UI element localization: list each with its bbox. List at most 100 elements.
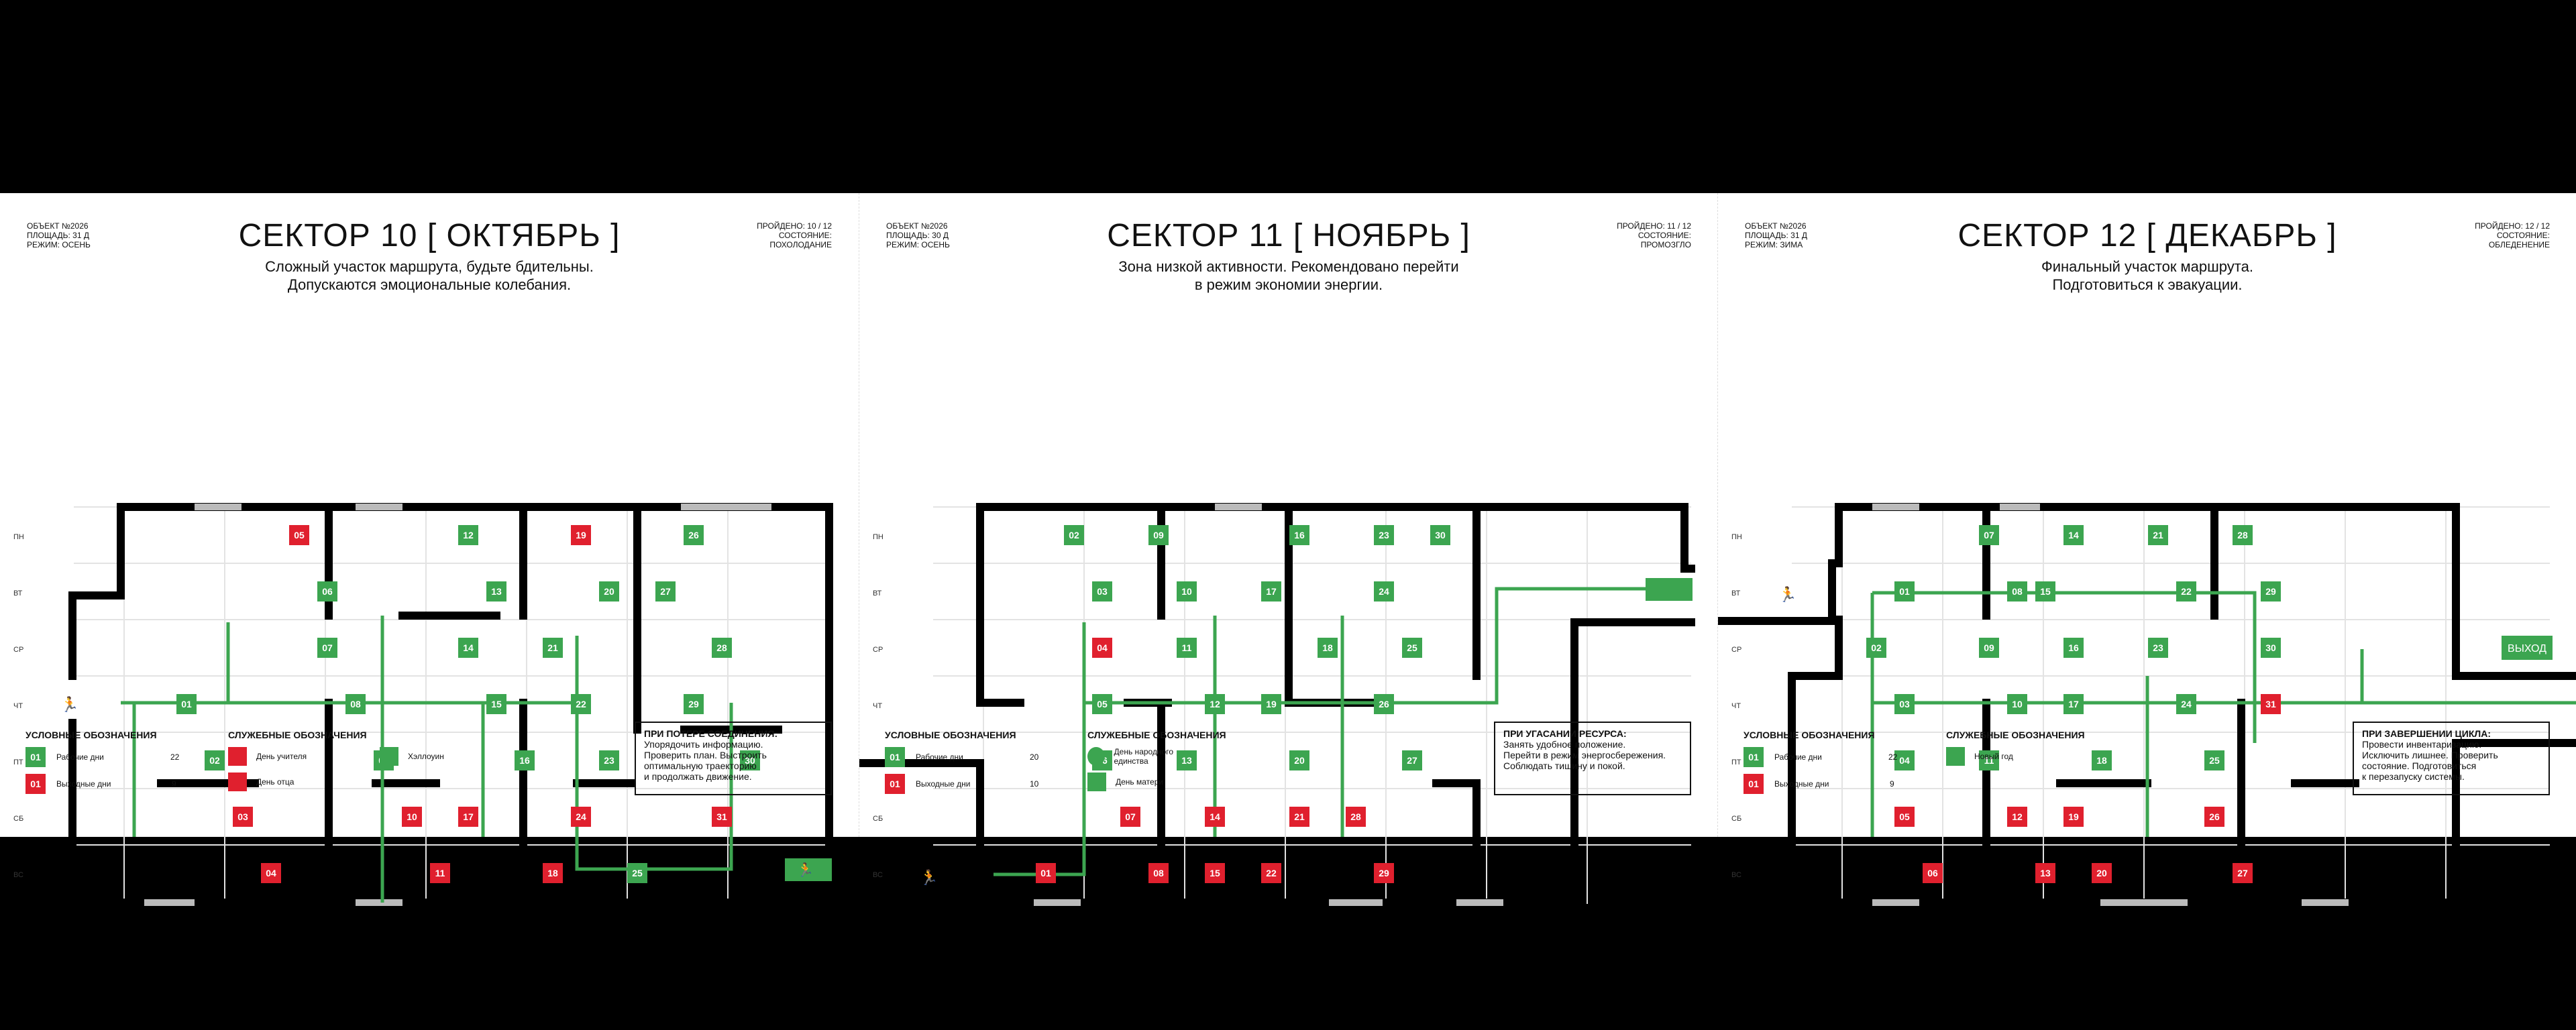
day-number: 21 — [2153, 530, 2163, 540]
work-day-square — [599, 581, 619, 602]
day-marker: 27 — [2233, 863, 2253, 883]
off-day-square — [543, 863, 563, 883]
day-number: 07 — [322, 642, 333, 653]
day-labels: ПН ВТ СР ЧТ ПТ СБ ВС — [1731, 533, 1742, 879]
day-marker: 02 — [1064, 525, 1084, 545]
day-label: СР — [13, 646, 23, 654]
day-marker: 18 — [1318, 638, 1338, 658]
day-label: ВС — [873, 871, 883, 879]
day-marker: 16 — [515, 750, 535, 770]
work-day-square — [2007, 694, 2027, 714]
off-day-square — [1346, 807, 1366, 827]
day-number: 17 — [1266, 586, 1277, 597]
work-day-square — [317, 638, 337, 658]
day-number: 04 — [1097, 642, 1108, 653]
day-markers: 0102030405060708091011121314151617181920… — [1036, 525, 1450, 883]
work-day-square — [2261, 581, 2281, 602]
off-day-square — [2007, 807, 2027, 827]
work-day-square — [712, 638, 732, 658]
day-number: 14 — [2068, 530, 2079, 540]
day-marker: 30 — [2261, 638, 2281, 658]
day-label: ЧТ — [1731, 702, 1741, 710]
service-title: СЛУЖЕБНЫЕ ОБОЗНАЧЕНИЯ — [228, 730, 367, 740]
sector-10: ОБЪЕКТ №2026 ПЛОЩАДЬ: 31 д РЕЖИМ: ОСЕНЬ … — [0, 193, 859, 907]
day-marker: 05 — [1092, 694, 1112, 714]
day-marker: 19 — [2063, 807, 2084, 827]
off-day-square — [2035, 863, 2055, 883]
work-day-square — [176, 694, 197, 714]
day-marker: 05 — [289, 525, 309, 545]
day-number: 10 — [407, 811, 417, 822]
day-number: 24 — [1379, 586, 1389, 597]
day-marker: 04 — [1894, 750, 1915, 770]
off-day-square — [1923, 863, 1943, 883]
day-marker: 04 — [1092, 638, 1112, 658]
day-number: 28 — [1350, 811, 1361, 822]
off-day-square — [2233, 863, 2253, 883]
day-marker: 27 — [1402, 750, 1422, 770]
day-marker: 09 — [1979, 638, 1999, 658]
day-label: СР — [1731, 646, 1741, 654]
day-label: СБ — [1731, 815, 1741, 823]
day-number: 22 — [576, 699, 586, 709]
day-marker: 21 — [1289, 807, 1309, 827]
day-marker: 08 — [1148, 863, 1169, 883]
day-label: СР — [873, 646, 883, 654]
sector-title: СЕКТОР 11 [ НОЯБРЬ ] — [1107, 218, 1470, 253]
meta-right: ПРОЙДЕНО: 11 / 12 СОСТОЯНИЕ: ПРОМОЗГЛО — [1617, 221, 1691, 249]
day-marker: 28 — [1346, 807, 1366, 827]
work-day-square — [1866, 638, 1886, 658]
work-day-square — [684, 525, 704, 545]
off-day-square — [2092, 863, 2112, 883]
sector-11: ОБЪЕКТ №2026 ПЛОЩАДЬ: 30 д РЕЖИМ: ОСЕНЬ … — [859, 193, 1718, 907]
sector-subtitle: Сложный участок маршрута, будьте бдитель… — [265, 258, 594, 293]
sector-subtitle: Зона низкой активности. Рекомендовано пе… — [1118, 258, 1459, 293]
legend-title: УСЛОВНЫЕ ОБОЗНАЧЕНИЯ — [1743, 730, 1875, 740]
off-day-count: 9 — [1890, 779, 1894, 789]
day-marker: 27 — [655, 581, 676, 602]
day-marker: 12 — [1205, 694, 1225, 714]
day-number: 16 — [2068, 642, 2079, 653]
work-day-count: 20 — [1030, 752, 1039, 762]
day-label: ЧТ — [873, 702, 882, 710]
legend-off: 01 Выходные дни — [1743, 774, 1829, 794]
day-number: 08 — [350, 699, 361, 709]
off-day-square — [2261, 694, 2281, 714]
day-number: 17 — [463, 811, 474, 822]
day-number: 28 — [716, 642, 727, 653]
work-day-square — [2233, 525, 2253, 545]
work-day-square — [1177, 638, 1197, 658]
day-marker: 23 — [599, 750, 619, 770]
evac-exit-sign — [1646, 578, 1693, 601]
day-marker: 30 — [1430, 525, 1450, 545]
day-marker: 06 — [317, 581, 337, 602]
day-marker: 06 — [1923, 863, 1943, 883]
work-day-square — [2007, 581, 2027, 602]
day-marker: 29 — [2261, 581, 2281, 602]
off-day-square — [1205, 807, 1225, 827]
off-day-square — [1120, 807, 1140, 827]
day-marker: 24 — [571, 807, 591, 827]
day-marker: 10 — [1177, 581, 1197, 602]
day-number: 06 — [322, 586, 333, 597]
day-marker: 14 — [458, 638, 478, 658]
day-label: ПТ — [13, 758, 23, 766]
day-number: 07 — [1984, 530, 1994, 540]
day-marker: 22 — [2176, 581, 2196, 602]
new-year-icon — [1946, 747, 1965, 766]
day-number: 01 — [1040, 868, 1051, 878]
day-label: ПН — [13, 533, 24, 541]
day-number: 24 — [2181, 699, 2192, 709]
pumpkin-icon — [380, 747, 398, 766]
exit-label: ВЫХОД — [2508, 643, 2546, 654]
day-number: 25 — [1407, 642, 1417, 653]
day-number: 25 — [632, 868, 643, 878]
day-number: 05 — [294, 530, 305, 540]
day-number: 13 — [2040, 868, 2051, 878]
work-day-square — [1374, 581, 1394, 602]
day-number: 31 — [716, 811, 727, 822]
day-number: 18 — [1322, 642, 1333, 653]
sector-subtitle: Финальный участок маршрута. Подготовитьс… — [2041, 258, 2253, 293]
day-number: 16 — [519, 755, 530, 766]
off-day-square — [571, 807, 591, 827]
